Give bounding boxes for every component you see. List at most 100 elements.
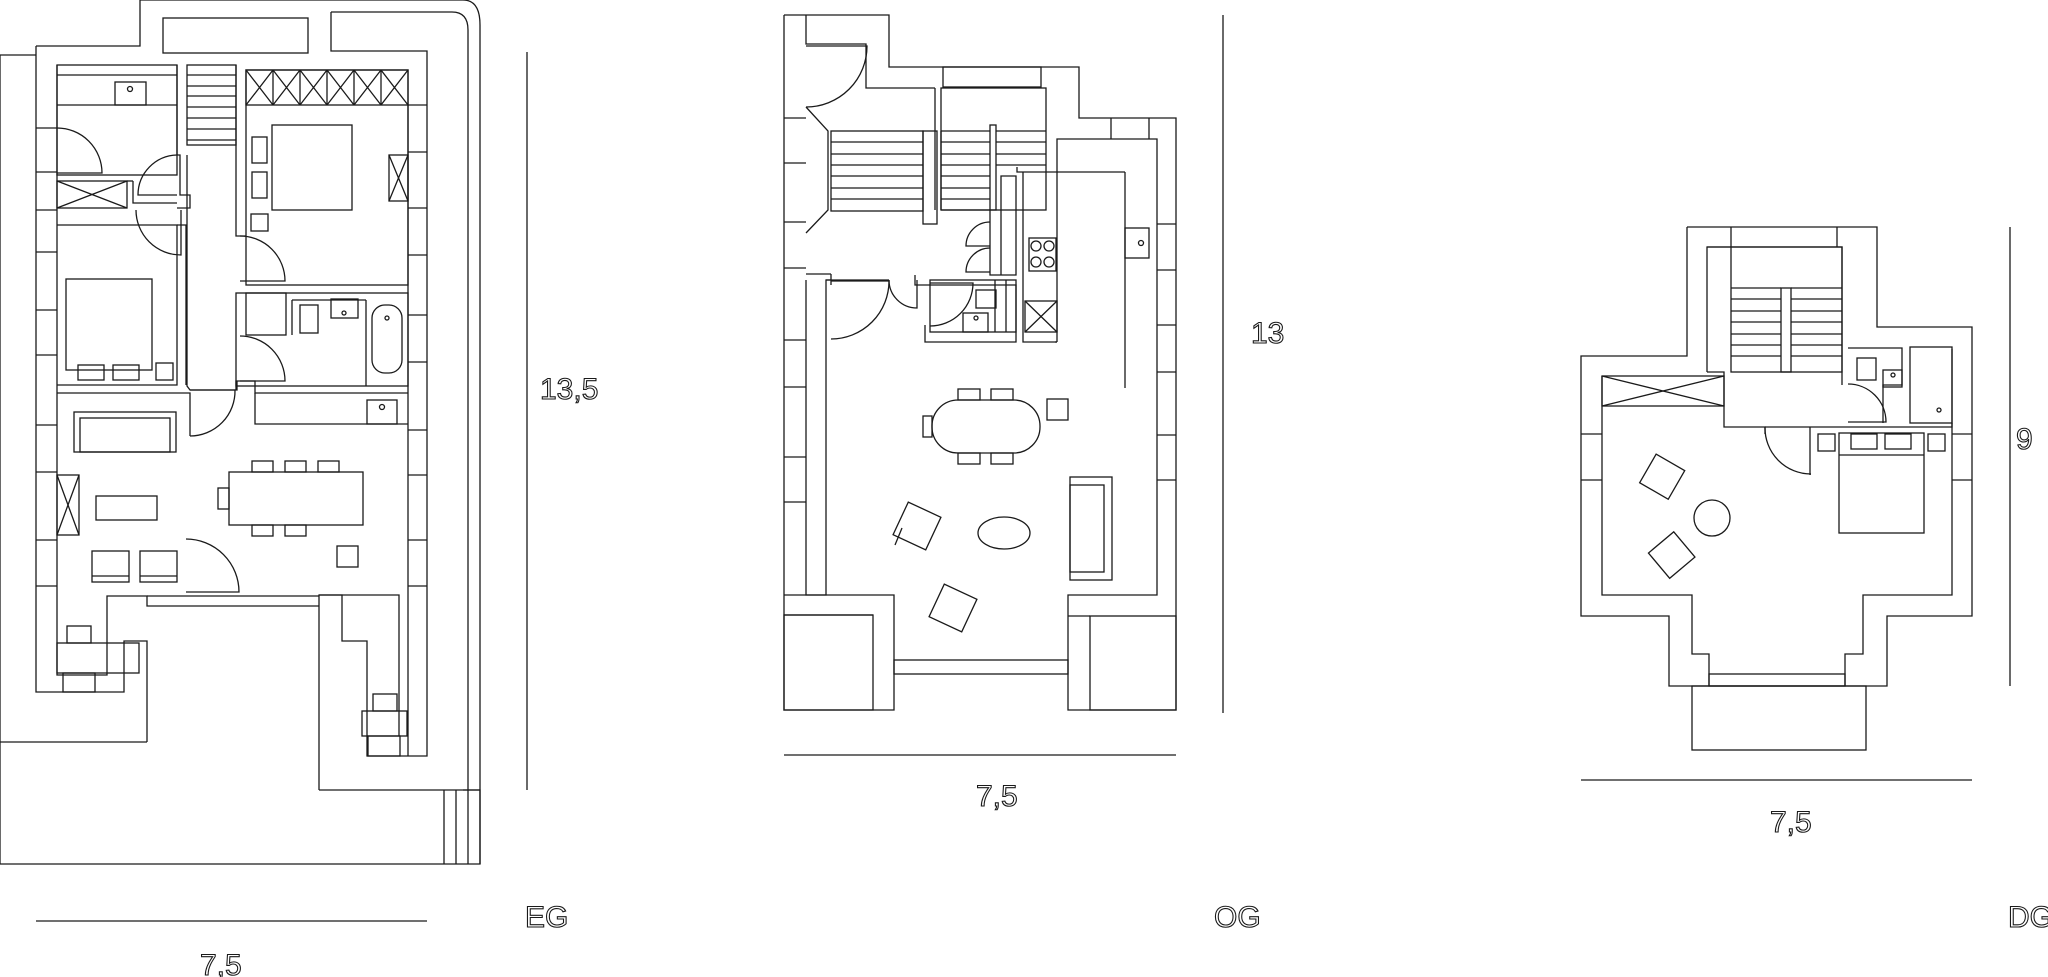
eg-armchair bbox=[139, 550, 178, 583]
og-armchair bbox=[892, 501, 942, 551]
dg-wall bbox=[1844, 349, 1953, 686]
dg-armchair bbox=[1647, 530, 1696, 580]
og-toilet bbox=[975, 289, 997, 309]
eg-side-table bbox=[336, 545, 359, 568]
og-stair-rail bbox=[989, 124, 997, 211]
og-corner-block bbox=[1089, 615, 1177, 711]
dg-outer-wall bbox=[1580, 226, 1973, 687]
eg-wall bbox=[35, 46, 148, 742]
og-chair bbox=[957, 388, 981, 401]
eg-window-cross bbox=[272, 69, 301, 106]
og-dining-table bbox=[931, 399, 1041, 454]
og-chair bbox=[990, 452, 1014, 465]
eg-chair bbox=[251, 524, 274, 537]
eg-nightstand bbox=[250, 213, 269, 232]
eg-wardrobe-cross bbox=[56, 180, 128, 209]
eg-nightstand bbox=[155, 362, 174, 381]
og-door-swing bbox=[805, 45, 868, 108]
eg-bathtub bbox=[371, 304, 403, 374]
eg-width-label: 7,5 bbox=[200, 949, 242, 977]
eg-outer-wall bbox=[331, 11, 469, 864]
eg-door-swing bbox=[185, 538, 240, 593]
og-cooktop bbox=[1028, 237, 1057, 272]
eg-bed bbox=[271, 124, 353, 211]
dg-nightstand bbox=[1817, 433, 1836, 452]
eg-sofa-seat bbox=[79, 417, 171, 453]
eg-wall bbox=[176, 65, 191, 209]
og-door-swing bbox=[965, 247, 991, 273]
eg-armchair bbox=[91, 550, 130, 583]
eg-floor-label: EG bbox=[525, 901, 568, 934]
og-armchair bbox=[928, 583, 978, 633]
eg-door-swing bbox=[137, 154, 178, 196]
eg-wall bbox=[57, 392, 191, 436]
eg-wall bbox=[56, 65, 319, 676]
eg-outer-wall bbox=[36, 0, 481, 864]
og-coffee-table bbox=[977, 516, 1031, 550]
og-chair bbox=[922, 415, 933, 438]
dg-pillow bbox=[1884, 433, 1912, 450]
dg-shower bbox=[1909, 346, 1953, 424]
og-chair bbox=[990, 388, 1014, 401]
og-sink-drain bbox=[1137, 239, 1145, 247]
eg-dining-table bbox=[228, 471, 364, 526]
eg-fireplace bbox=[56, 474, 80, 536]
dg-balcony-rail bbox=[1708, 673, 1846, 687]
og-door-swing bbox=[929, 282, 974, 327]
eg-window-cross bbox=[299, 69, 328, 106]
og-door-swing bbox=[965, 221, 991, 247]
dg-plan bbox=[1580, 226, 1973, 751]
eg-pillow bbox=[77, 364, 105, 381]
og-stairs bbox=[940, 87, 1047, 211]
eg-coffee-table bbox=[95, 495, 158, 521]
eg-wardrobe bbox=[56, 180, 128, 209]
og-burner bbox=[1043, 256, 1055, 268]
eg-height-label: 13,5 bbox=[540, 373, 598, 406]
eg-plan bbox=[0, 0, 481, 865]
eg-wall bbox=[57, 224, 178, 386]
dg-door-swing bbox=[1847, 383, 1887, 423]
eg-bathroom bbox=[235, 292, 409, 387]
eg-chair bbox=[284, 460, 307, 473]
eg-step bbox=[367, 735, 401, 757]
eg-wall bbox=[254, 393, 408, 425]
eg-wall bbox=[186, 155, 238, 391]
eg-window-cross bbox=[326, 69, 355, 106]
og-vanity bbox=[962, 312, 989, 333]
og-wall bbox=[989, 175, 1017, 276]
og-plan bbox=[783, 14, 1177, 711]
dg-bed bbox=[1838, 432, 1925, 534]
dg-door-swing bbox=[1764, 426, 1812, 475]
og-outer-wall bbox=[783, 15, 895, 711]
dg-toilet bbox=[1856, 357, 1877, 381]
dg-side-table bbox=[1693, 499, 1731, 537]
dg-wall bbox=[1765, 423, 1953, 428]
og-door-swing bbox=[888, 279, 918, 309]
og-wall bbox=[805, 15, 935, 89]
eg-window-cross bbox=[353, 69, 382, 106]
eg-stairs bbox=[186, 64, 237, 146]
eg-planter bbox=[66, 625, 92, 644]
og-height-label: 13 bbox=[1251, 317, 1284, 350]
eg-planter bbox=[56, 642, 140, 674]
og-armchair-back bbox=[894, 527, 903, 546]
og-burner bbox=[1043, 240, 1055, 252]
og-door-swing bbox=[830, 280, 890, 340]
og-burner bbox=[1030, 240, 1042, 252]
dg-shower-drain bbox=[1936, 407, 1942, 413]
dg-nightstand bbox=[1927, 433, 1946, 452]
eg-chair bbox=[317, 460, 340, 473]
eg-chair bbox=[284, 524, 307, 537]
eg-toilet bbox=[299, 304, 319, 334]
dg-pillow bbox=[1850, 433, 1878, 450]
dg-floor-label: DG bbox=[2008, 901, 2048, 934]
eg-window-cross bbox=[245, 69, 274, 106]
og-wall bbox=[805, 106, 829, 234]
dg-stairs bbox=[1730, 246, 1843, 373]
dg-vanity bbox=[1882, 369, 1903, 388]
eg-door-swing bbox=[189, 389, 236, 437]
eg-door-swing bbox=[239, 335, 286, 382]
dg-wall bbox=[1706, 227, 1732, 372]
og-floor-label: OG bbox=[1214, 901, 1261, 934]
